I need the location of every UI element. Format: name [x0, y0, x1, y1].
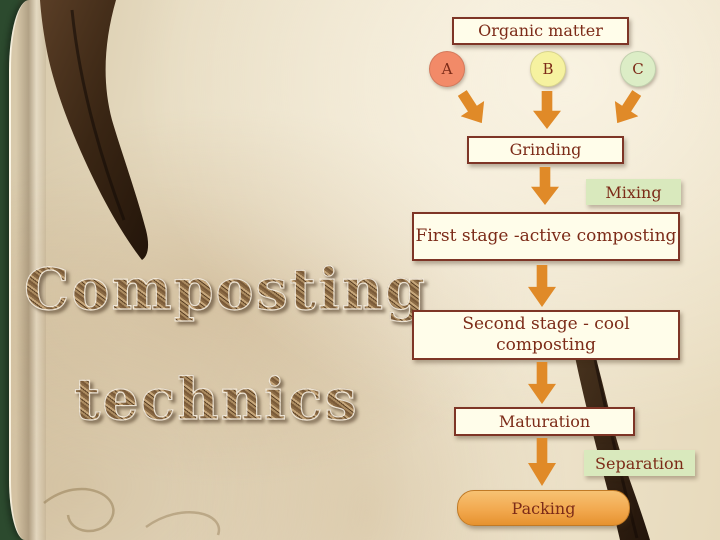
organic-matter-box: Organic matter — [452, 17, 629, 45]
input-circle-c: C — [620, 51, 656, 87]
second-stage-box: Second stage - cool composting — [412, 310, 680, 360]
mixing-label: Mixing — [586, 179, 681, 205]
grinding-box: Grinding — [467, 136, 624, 164]
title-line-1: Composting — [23, 255, 427, 323]
maturation-box: Maturation — [454, 407, 635, 436]
first-stage-box: First stage -active composting — [412, 212, 680, 261]
separation-label: Separation — [584, 450, 695, 476]
input-circle-b: B — [530, 51, 566, 87]
title-line-2: technics — [73, 365, 359, 433]
packing-node: Packing — [457, 490, 630, 526]
input-circle-a: A — [429, 51, 465, 87]
